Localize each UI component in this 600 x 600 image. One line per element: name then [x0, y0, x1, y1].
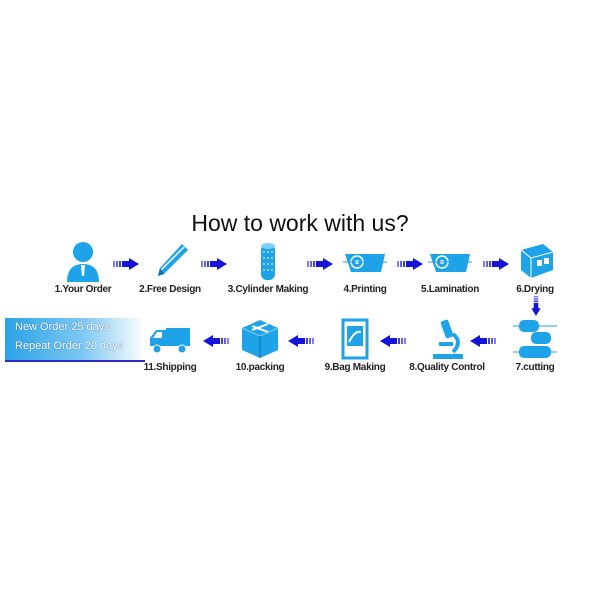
- arrow-right: [397, 258, 423, 270]
- drying-box-icon: [520, 244, 554, 278]
- arrow-right: [307, 258, 333, 270]
- arrow-right: [483, 258, 509, 270]
- bag-icon: [341, 318, 369, 360]
- step-label: 7.cutting: [515, 362, 555, 373]
- step-cutting: 7.cutting: [480, 318, 590, 373]
- repeat-order-time: Repeat Order 20 days: [15, 340, 124, 352]
- arrow-right: [113, 258, 139, 270]
- lamination-roller-icon: [428, 254, 472, 272]
- step-label: 2.Free Design: [139, 284, 201, 295]
- person-icon: [67, 242, 99, 282]
- arrow-left: [288, 335, 314, 347]
- step-drying: 6.Drying: [480, 240, 590, 295]
- truck-icon: [150, 328, 190, 354]
- arrow-right: [201, 258, 227, 270]
- cutting-rollers-icon: [513, 320, 557, 358]
- pencil-icon: [158, 244, 188, 276]
- step-label: 4.Printing: [343, 284, 387, 295]
- step-label: 8.Quality Control: [409, 362, 485, 373]
- step-printing: 4.Printing: [310, 240, 420, 295]
- step-free-design: 2.Free Design: [115, 240, 225, 295]
- step-label: 3.Cylinder Making: [227, 284, 309, 295]
- arrow-left: [203, 335, 229, 347]
- printing-roller-icon: [343, 254, 387, 272]
- cylinder-icon: [261, 243, 275, 280]
- package-icon: [241, 320, 279, 358]
- new-order-time: New Order 25 days: [15, 321, 110, 333]
- microscope-icon: [433, 319, 463, 359]
- step-label: 6.Drying: [516, 284, 554, 295]
- step-label: 1.Your Order: [54, 284, 112, 295]
- step-quality-control: 8.Quality Control: [392, 318, 502, 373]
- arrow-left: [380, 335, 406, 347]
- step-cylinder-making: 3.Cylinder Making: [213, 240, 323, 295]
- arrow-down: [531, 296, 541, 316]
- step-label: 5.Lamination: [420, 284, 480, 295]
- step-packing: 10.packing: [205, 318, 315, 373]
- step-label: 10.packing: [235, 362, 285, 373]
- lead-time-banner: New Order 25 days Repeat Order 20 days: [5, 318, 145, 362]
- diagram-title: How to work with us?: [191, 210, 409, 236]
- step-bag-making: 9.Bag Making: [300, 318, 410, 373]
- step-your-order: 1.Your Order: [28, 240, 138, 295]
- step-label: 11.Shipping: [143, 362, 197, 373]
- step-lamination: 5.Lamination: [395, 240, 505, 295]
- step-shipping: 11.Shipping: [115, 318, 225, 373]
- step-label: 9.Bag Making: [324, 362, 386, 373]
- arrow-left: [470, 335, 496, 347]
